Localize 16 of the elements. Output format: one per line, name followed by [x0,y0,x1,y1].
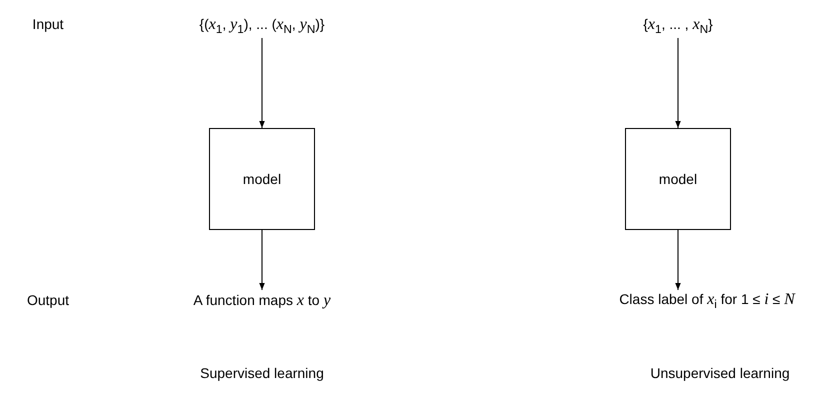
arrow [259,230,265,290]
math-text: Class label of x$_{i}$ for 1 ≤ i ≤ N [619,291,795,311]
row-label: Output [26,292,70,308]
row-label: Input [32,16,64,32]
math-text: {(x$_{1}$, y$_{1}$), ... (x$_{N}$, y$_{N}$)} [199,16,325,36]
arrow [675,230,681,290]
process-box [209,128,315,230]
math-text: A function maps x to y [193,292,331,310]
box-label: model [658,171,698,187]
process-box [625,128,731,230]
math-text: {x$_{1}$, ... , x$_{N}$} [643,16,713,36]
caption: Unsupervised learning [650,365,790,381]
arrow [259,38,265,128]
box-label: model [242,171,282,187]
caption: Supervised learning [200,365,324,381]
arrow [675,38,681,128]
